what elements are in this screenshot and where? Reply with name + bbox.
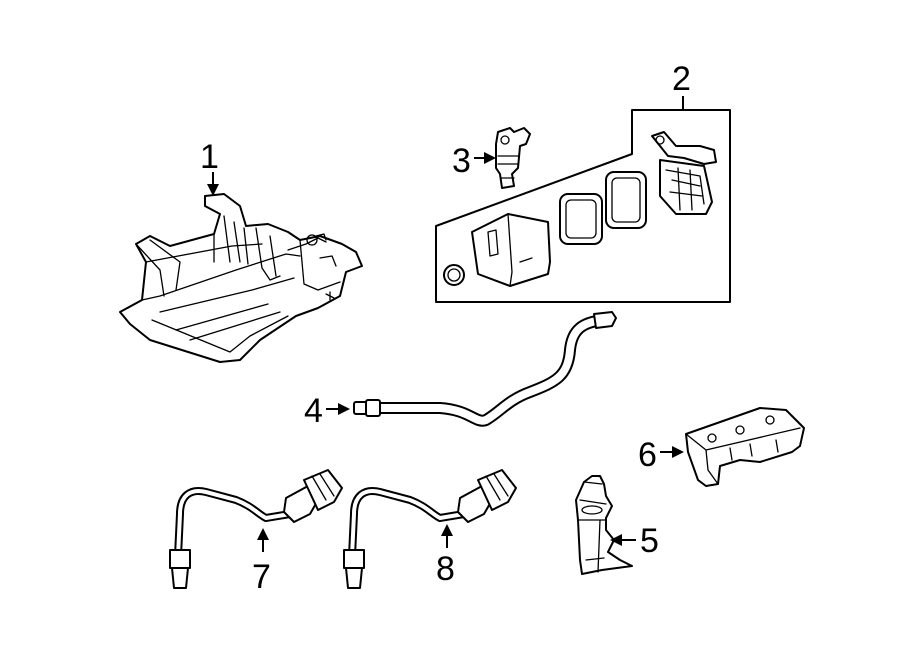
callout-number-2: 2 <box>672 60 691 98</box>
part-5-fitting <box>575 475 633 575</box>
callout-6-arrowhead <box>672 446 684 458</box>
callout-number-3: 3 <box>452 142 471 180</box>
callout-3-arrowhead <box>484 152 496 164</box>
callout-number-6: 6 <box>638 436 657 474</box>
callout-8: 8 <box>436 524 455 588</box>
callout-4: 4 <box>304 392 350 430</box>
callout-7: 7 <box>252 528 271 596</box>
callout-number-1: 1 <box>200 138 219 176</box>
callout-6: 6 <box>638 436 684 474</box>
callout-4-arrowhead <box>338 403 350 415</box>
part-2-assembly <box>435 109 731 303</box>
callout-2: 2 <box>672 60 691 110</box>
callout-number-8: 8 <box>436 550 455 588</box>
callout-7-arrowhead <box>257 528 269 540</box>
callout-5-arrowhead <box>610 534 622 546</box>
callout-number-7: 7 <box>252 558 271 596</box>
part-8-sensor <box>343 469 517 589</box>
callout-1-arrowhead <box>207 184 219 196</box>
callout-5: 5 <box>610 522 659 560</box>
callout-number-4: 4 <box>304 392 323 430</box>
callout-number-5: 5 <box>640 522 659 560</box>
part-1-canister <box>119 193 363 363</box>
part-4-tube <box>353 311 617 427</box>
callout-1: 1 <box>200 138 219 196</box>
callout-8-arrowhead <box>441 524 453 536</box>
callout-3: 3 <box>452 142 496 180</box>
part-7-sensor <box>169 469 343 589</box>
part-6-bracket <box>685 407 805 487</box>
part-3-valve <box>495 127 531 189</box>
